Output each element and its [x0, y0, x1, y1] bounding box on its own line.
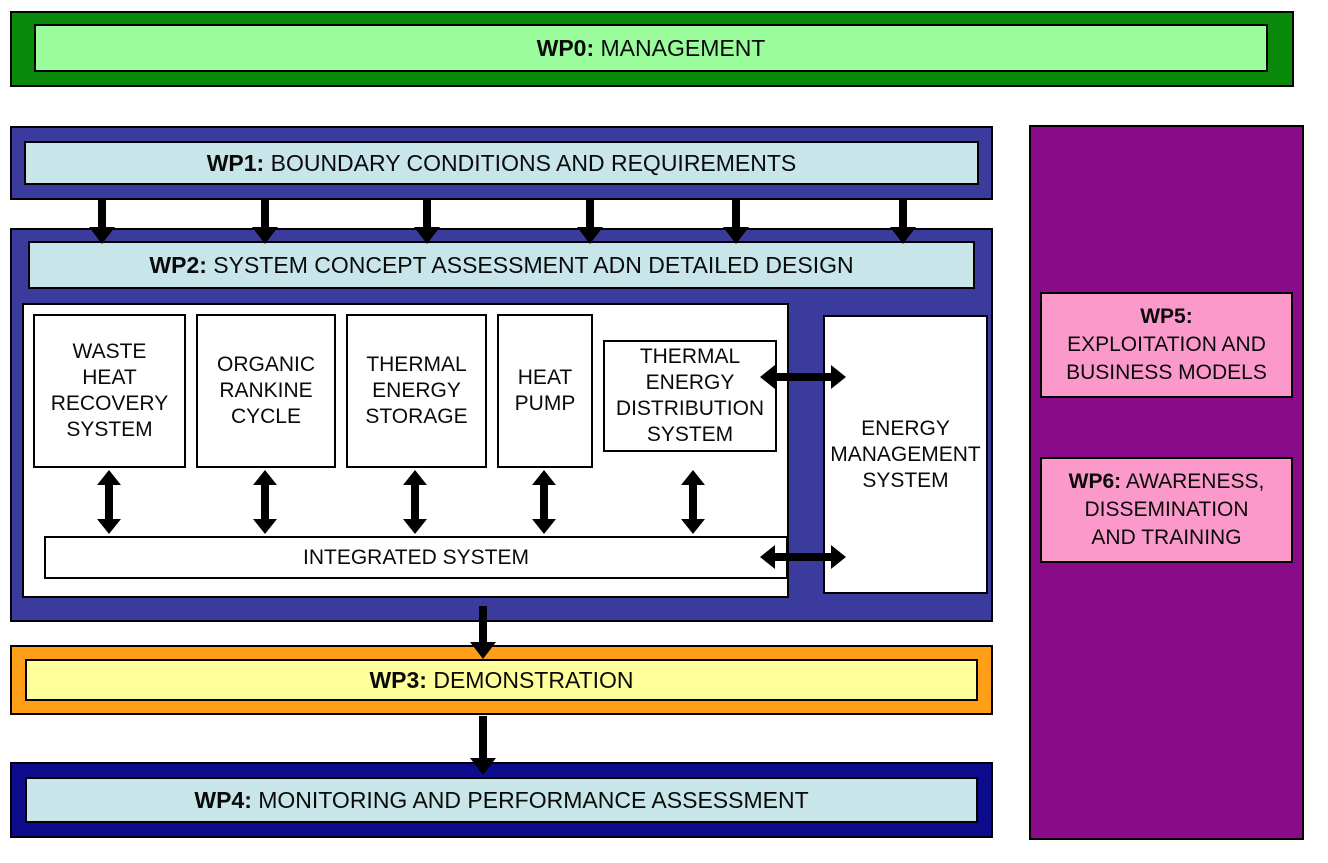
arrow-shaft: [411, 485, 419, 519]
integration-link-arrow-3: [403, 470, 427, 534]
wp1-to-wp2-arrow-2: [252, 200, 278, 244]
wp4-code: WP4:: [194, 786, 252, 813]
integration-link-arrow-5: [681, 470, 705, 534]
arrow-shaft: [899, 200, 907, 227]
arrow-head-icon: [831, 365, 846, 389]
arrow-head-icon: [723, 227, 749, 244]
arrow-shaft: [732, 200, 740, 227]
arrow-head-icon: [760, 545, 775, 569]
wp2-text: WP2: SYSTEM CONCEPT ASSESSMENT ADN DETAI…: [149, 252, 853, 279]
arrow-shaft: [261, 200, 269, 227]
component-organic-rankine-cycle: ORGANIC RANKINE CYCLE: [196, 314, 336, 468]
component-label: THERMAL ENERGY STORAGE: [365, 353, 468, 428]
arrow-shaft: [423, 200, 431, 227]
arrow-head-icon: [414, 227, 440, 244]
integration-link-arrow-1: [97, 470, 121, 534]
integration-link-arrow-2: [253, 470, 277, 534]
wp3-demonstration-band: WP3: DEMONSTRATION: [25, 659, 978, 701]
wp1-text: WP1: BOUNDARY CONDITIONS AND REQUIREMENT…: [207, 150, 797, 177]
arrow-head-icon: [760, 365, 775, 389]
arrow-head-icon: [532, 519, 556, 534]
arrow-shaft: [775, 553, 831, 561]
arrow-shaft: [105, 485, 113, 519]
component-label: ORGANIC RANKINE CYCLE: [216, 353, 315, 428]
component-label: HEAT PUMP: [514, 366, 576, 415]
wp2-code: WP2:: [149, 251, 207, 278]
wp0-code: WP0:: [536, 34, 595, 61]
arrow-head-icon: [681, 519, 705, 534]
wp1-boundary-conditions-frame: WP1: BOUNDARY CONDITIONS AND REQUIREMENT…: [10, 126, 993, 200]
wp0-management-band: WP0: MANAGEMENT: [34, 24, 1268, 72]
wp1-code: WP1:: [206, 149, 265, 176]
wp1-to-wp2-arrow-4: [577, 200, 603, 244]
arrow-shaft: [479, 716, 487, 758]
arrow-shaft: [261, 485, 269, 519]
wp2-label: SYSTEM CONCEPT ASSESSMENT ADN DETAILED D…: [206, 251, 854, 278]
component-thermal-energy-distribution-system: THERMAL ENERGY DISTRIBUTION SYSTEM: [603, 340, 777, 452]
wp1-to-wp2-arrow-6: [890, 200, 916, 244]
wp3-to-wp4-arrow: [470, 716, 496, 775]
arrow-shaft: [98, 200, 106, 227]
arrow-head-icon: [470, 758, 496, 775]
wp5-exploitation-box: WP5: EXPLOITATION AND BUSINESS MODELS: [1040, 292, 1293, 398]
wp5-code: WP5:: [1140, 305, 1193, 328]
arrow-head-icon: [97, 470, 121, 485]
arrow-shaft: [775, 373, 831, 381]
wp0-text: WP0: MANAGEMENT: [537, 35, 766, 62]
arrow-head-icon: [577, 227, 603, 244]
wp4-monitoring-frame: WP4: MONITORING AND PERFORMANCE ASSESSME…: [10, 762, 993, 838]
arrow-head-icon: [253, 470, 277, 485]
wp4-monitoring-band: WP4: MONITORING AND PERFORMANCE ASSESSME…: [25, 777, 978, 823]
component-label: WASTE HEAT RECOVERY SYSTEM: [50, 340, 169, 441]
wp3-code: WP3:: [369, 666, 427, 693]
wp1-to-wp2-arrow-5: [723, 200, 749, 244]
ems-link-arrow-bottom: [760, 545, 846, 569]
arrow-head-icon: [403, 519, 427, 534]
wp0-management-frame: WP0: MANAGEMENT: [10, 11, 1294, 87]
wp1-to-wp2-arrow-3: [414, 200, 440, 244]
component-waste-heat-recovery-system: WASTE HEAT RECOVERY SYSTEM: [33, 314, 186, 468]
arrow-head-icon: [253, 519, 277, 534]
arrow-head-icon: [470, 642, 496, 659]
ems-link-arrow-top: [760, 365, 846, 389]
wp0-label: MANAGEMENT: [594, 34, 766, 61]
component-thermal-energy-storage: THERMAL ENERGY STORAGE: [346, 314, 487, 468]
arrow-head-icon: [532, 470, 556, 485]
arrow-head-icon: [252, 227, 278, 244]
arrow-head-icon: [831, 545, 846, 569]
arrow-shaft: [479, 606, 487, 642]
component-heat-pump: HEAT PUMP: [497, 314, 593, 468]
wp6-label: AWARENESS, DISSEMINATION AND TRAINING: [1084, 470, 1265, 549]
arrow-head-icon: [89, 227, 115, 244]
wp1-to-wp2-arrow-1: [89, 200, 115, 244]
wp3-text: WP3: DEMONSTRATION: [369, 667, 633, 694]
component-label: INTEGRATED SYSTEM: [303, 545, 529, 569]
wp5-text: WP5: EXPLOITATION AND BUSINESS MODELS: [1066, 303, 1267, 387]
arrow-head-icon: [681, 470, 705, 485]
arrow-shaft: [586, 200, 594, 227]
wp4-text: WP4: MONITORING AND PERFORMANCE ASSESSME…: [194, 787, 808, 814]
arrow-shaft: [689, 485, 697, 519]
component-label: ENERGY MANAGEMENT SYSTEM: [830, 416, 981, 492]
component-label: THERMAL ENERGY DISTRIBUTION SYSTEM: [615, 345, 765, 446]
integration-link-arrow-4: [532, 470, 556, 534]
wp6-text: WP6: AWARENESS, DISSEMINATION AND TRAINI…: [1069, 468, 1265, 552]
wp5-label: EXPLOITATION AND BUSINESS MODELS: [1066, 333, 1267, 384]
wp2-to-wp3-arrow: [470, 606, 496, 659]
wp1-boundary-conditions-band: WP1: BOUNDARY CONDITIONS AND REQUIREMENT…: [24, 141, 979, 185]
wp6-code: WP6:: [1068, 470, 1122, 493]
wp2-header-band: WP2: SYSTEM CONCEPT ASSESSMENT ADN DETAI…: [28, 241, 975, 289]
component-energy-management-system: ENERGY MANAGEMENT SYSTEM: [823, 315, 988, 594]
wp3-label: DEMONSTRATION: [426, 666, 634, 693]
wp1-label: BOUNDARY CONDITIONS AND REQUIREMENTS: [264, 149, 797, 176]
wp3-demonstration-frame: WP3: DEMONSTRATION: [10, 645, 993, 715]
arrow-head-icon: [97, 519, 121, 534]
wp4-label: MONITORING AND PERFORMANCE ASSESSMENT: [251, 786, 809, 813]
integrated-system-box: INTEGRATED SYSTEM: [44, 536, 788, 579]
arrow-head-icon: [403, 470, 427, 485]
arrow-shaft: [540, 485, 548, 519]
wp6-awareness-box: WP6: AWARENESS, DISSEMINATION AND TRAINI…: [1040, 457, 1293, 563]
arrow-head-icon: [890, 227, 916, 244]
